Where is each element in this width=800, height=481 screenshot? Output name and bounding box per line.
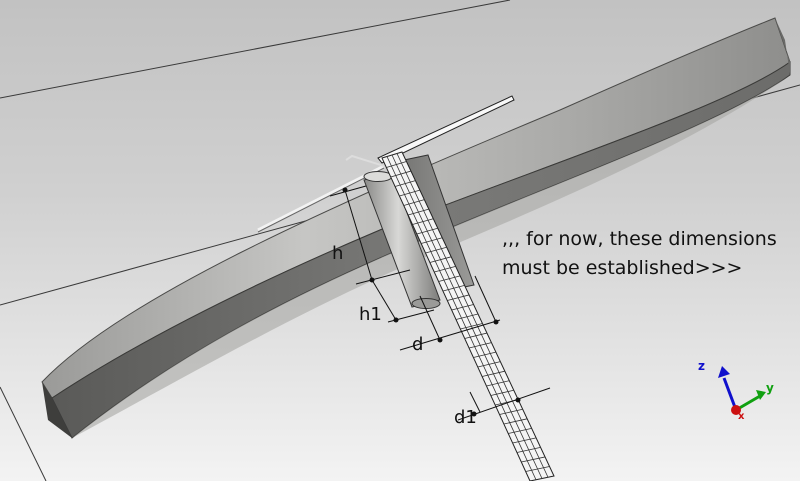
annotation-line-2: must be established>>> <box>502 257 743 279</box>
coax-rung <box>390 170 412 178</box>
axis-triad[interactable]: z y x <box>698 359 774 422</box>
coax-rung <box>516 447 541 453</box>
annotation-note: ,,, for now, these dimensions must be es… <box>502 225 792 283</box>
coax-rung <box>447 294 470 301</box>
coax-rung <box>512 437 537 444</box>
coax-rung <box>482 370 505 377</box>
coax-rung <box>455 313 479 320</box>
coax-rung <box>490 389 514 396</box>
coax-rung <box>434 265 456 273</box>
coax-rung <box>412 218 434 225</box>
coax-rung <box>464 332 488 339</box>
coax-rung <box>508 427 532 434</box>
coax-rung <box>399 189 420 197</box>
coax-rung <box>394 180 416 187</box>
coax-rung <box>451 304 474 311</box>
coax-rung <box>442 285 465 292</box>
coax-rung <box>429 256 452 263</box>
coax-rung <box>521 456 546 463</box>
slot-feature[interactable] <box>377 95 515 164</box>
dimension-ticks <box>342 187 521 417</box>
dimension-lines <box>329 185 551 421</box>
coax-rung <box>425 246 447 254</box>
axis-y-label: y <box>766 381 774 395</box>
coax-rung <box>408 208 429 216</box>
axis-x-label: x <box>738 411 745 422</box>
feed-wire[interactable] <box>257 154 385 233</box>
coax-rung <box>403 199 425 206</box>
coax-rung <box>416 227 438 235</box>
probe-cylinder[interactable] <box>363 171 441 309</box>
coax-rung <box>525 466 550 472</box>
dimension-label-h: h <box>332 243 344 264</box>
coax-rung <box>468 342 492 349</box>
annotation-line-1: ,,, for now, these dimensions <box>502 228 777 250</box>
axis-z-label: z <box>698 359 705 373</box>
coaxial-feed-line[interactable] <box>381 151 555 481</box>
coax-rung <box>421 237 443 244</box>
dimension-label-d: d <box>412 334 424 355</box>
dimension-label-d1: d1 <box>454 407 477 428</box>
dimension-label-h1: h1 <box>359 304 382 325</box>
coax-rung <box>486 380 510 387</box>
coax-rung <box>477 361 501 368</box>
coax-rung <box>460 323 483 330</box>
coax-rung <box>386 161 407 168</box>
coax-rung <box>503 418 528 425</box>
coax-rung <box>499 408 523 415</box>
coax-rung <box>473 351 496 358</box>
coax-rung <box>438 275 461 282</box>
